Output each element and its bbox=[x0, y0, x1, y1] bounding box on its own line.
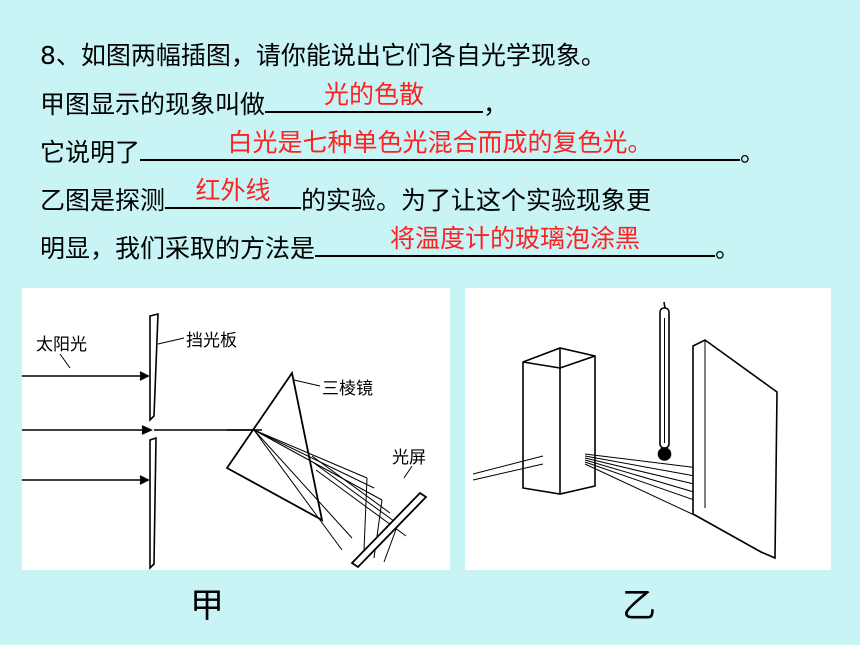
question-text: 甲图显示的现象叫做 bbox=[40, 90, 266, 119]
answer-2: 白光是七种单色光混合而成的复色光。 bbox=[227, 128, 653, 157]
answer-blank-4: 将温度计的玻璃泡涂黑 bbox=[315, 225, 716, 257]
dispersion-diagram: 太阳光 挡光板 三棱镜 光屏 bbox=[22, 312, 428, 570]
figure-yi bbox=[465, 288, 831, 570]
arrow-icon bbox=[141, 425, 153, 435]
answer-3: 红外线 bbox=[195, 176, 271, 205]
arrow-icon bbox=[139, 371, 150, 381]
answer-blank-2: 白光是七种单色光混合而成的复色光。 bbox=[140, 129, 741, 161]
question-line-4: 乙图是探测红外线 的实验。为了让这个实验现象更 bbox=[40, 177, 652, 217]
question-line-5: 明显，我们采取的方法是 将温度计的玻璃泡涂黑 。 bbox=[40, 225, 741, 265]
question-text: 明显，我们采取的方法是 bbox=[40, 234, 316, 263]
question-line-1: 8、如图两幅插图，请你能说出它们各自光学现象。 bbox=[40, 40, 606, 72]
question-text: 8、如图两幅插图，请你能说出它们各自光学现象。 bbox=[40, 41, 606, 70]
label-baffle: 挡光板 bbox=[186, 331, 237, 351]
question-text: 它说明了 bbox=[40, 138, 141, 167]
question-line-3: 它说明了 白光是七种单色光混合而成的复色光。 。 bbox=[40, 129, 766, 169]
answer-4: 将温度计的玻璃泡涂黑 bbox=[390, 224, 641, 253]
answer-blank-3: 红外线 bbox=[165, 177, 302, 209]
question-text: 的实验。为了让这个实验现象更 bbox=[301, 186, 652, 215]
screen-board bbox=[692, 339, 778, 560]
punctuation: 。 bbox=[740, 138, 766, 167]
arrow-icon bbox=[139, 475, 150, 485]
question-line-2: 甲图显示的现象叫做 光的色散 ， bbox=[40, 81, 509, 121]
baffle-lower bbox=[149, 436, 157, 570]
caption-yi: 乙 bbox=[622, 586, 656, 626]
answer-blank-1: 光的色散 bbox=[265, 81, 484, 113]
answer-1: 光的色散 bbox=[324, 80, 425, 109]
question-text: 乙图是探测 bbox=[40, 186, 166, 215]
label-sunlight: 太阳光 bbox=[36, 335, 87, 355]
label-screen: 光屏 bbox=[392, 448, 426, 468]
label-prism: 三棱镜 bbox=[322, 379, 373, 399]
baffle-upper bbox=[149, 312, 159, 422]
prism bbox=[225, 370, 324, 522]
punctuation: 。 bbox=[715, 234, 741, 263]
thermometer-bulb bbox=[657, 447, 672, 461]
caption-jia: 甲 bbox=[190, 586, 224, 626]
prism bbox=[522, 347, 596, 495]
figure-jia: 太阳光 挡光板 三棱镜 光屏 bbox=[22, 288, 450, 570]
infrared-diagram bbox=[472, 301, 778, 560]
punctuation: ， bbox=[483, 90, 509, 119]
screen bbox=[350, 491, 428, 569]
